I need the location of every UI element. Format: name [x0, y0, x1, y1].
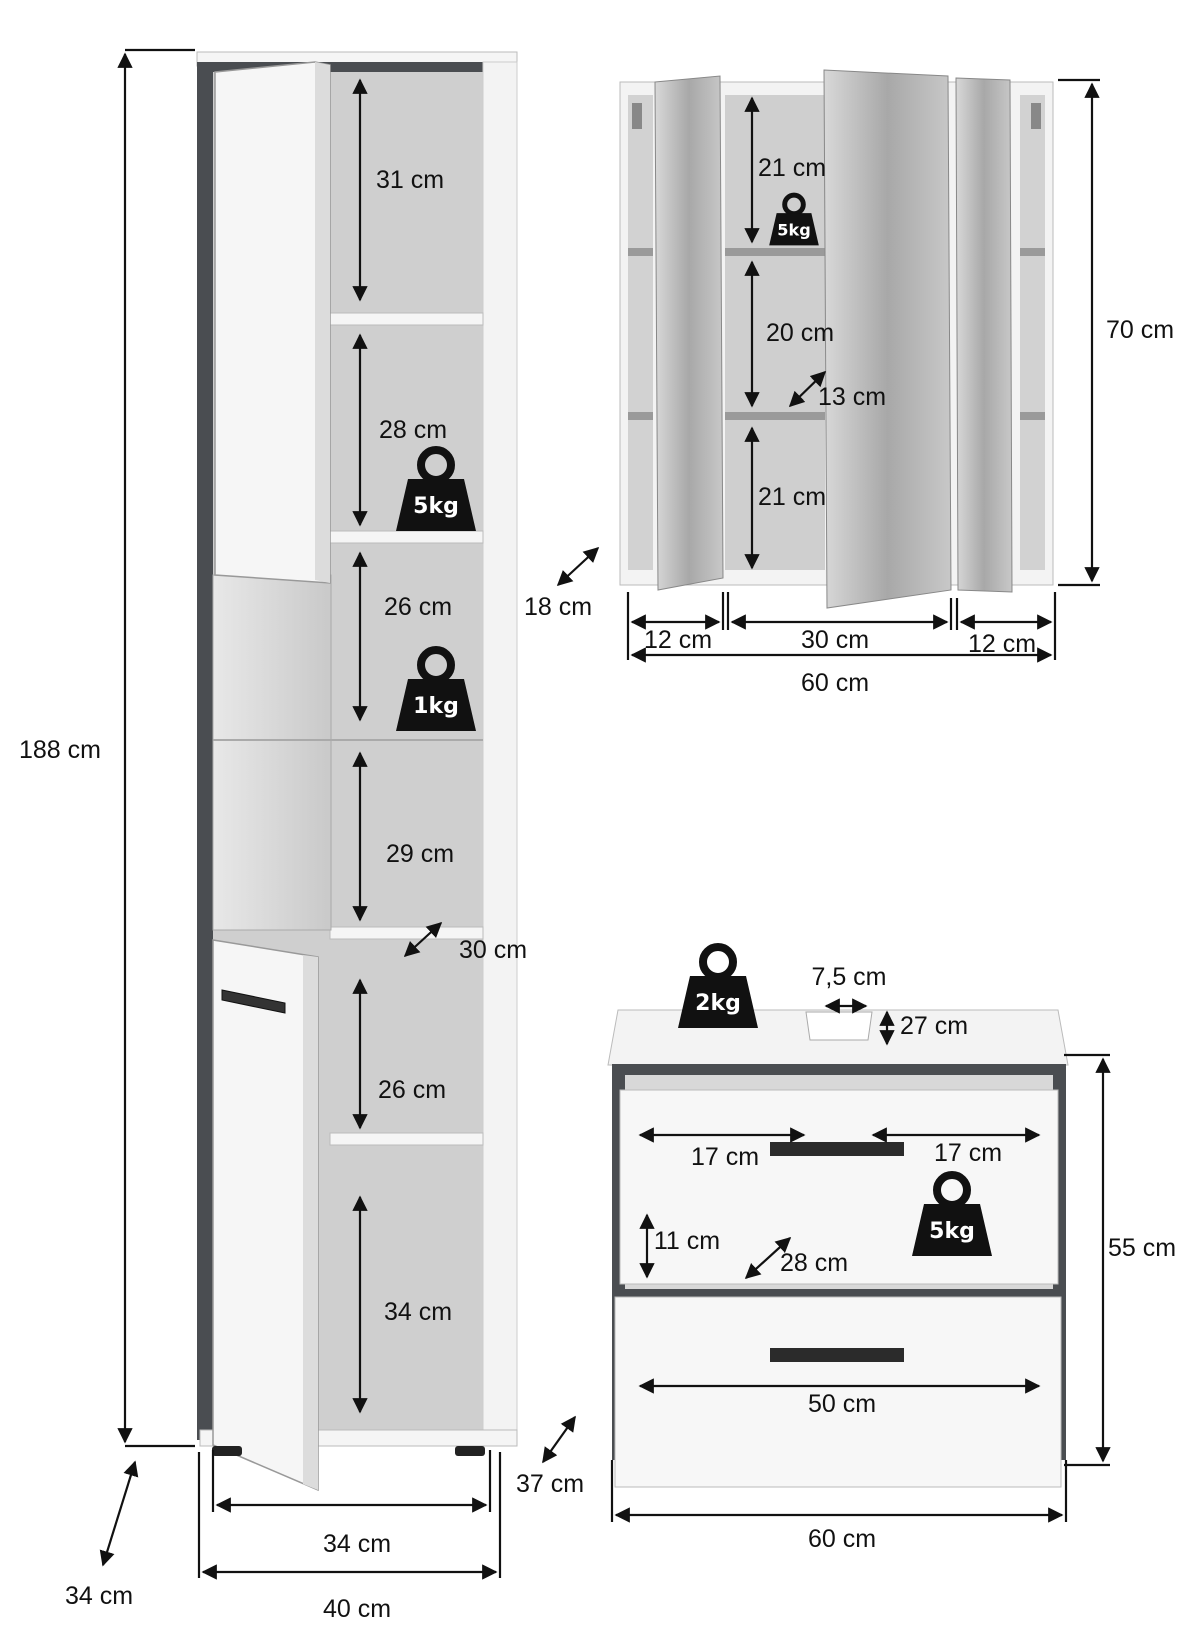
inner-depth-label: 28 cm: [780, 1249, 848, 1277]
tall-cabinet: 188 cm 34 cm 31 cm 28 cm 26 cm 29 cm 26 …: [19, 48, 527, 1623]
mirror-compartment-3-label: 21 cm: [758, 483, 826, 511]
weight-icon: 5kg: [912, 1175, 992, 1256]
mirror-compartment-2-label: 20 cm: [766, 319, 834, 347]
vanity-cutout: [805, 1011, 873, 1041]
tall-cabinet-dimension-lines: [99, 48, 502, 1580]
mirror-depth-label: 18 cm: [524, 593, 592, 621]
inner-right-width-label: 17 cm: [934, 1139, 1002, 1167]
mirror-center-width-label: 30 cm: [801, 626, 869, 654]
lower-door-edge: [303, 955, 318, 1490]
vanity-depth-label: 37 cm: [516, 1470, 584, 1498]
mirror-left-width-label: 12 cm: [644, 626, 712, 654]
mirror-center-interior: [725, 95, 825, 570]
cutout-depth-label: 27 cm: [900, 1012, 968, 1040]
cutout-width-label: 7,5 cm: [811, 963, 886, 991]
compartment-5-label: 26 cm: [378, 1076, 446, 1104]
compartment-6-label: 34 cm: [384, 1298, 452, 1326]
weight-icon: 5kg: [769, 195, 819, 245]
vanity-labels: 7,5 cm 27 cm 17 cm 17 cm 11 cm 28 cm 50 …: [516, 963, 1176, 1553]
mirror-height-label: 70 cm: [1106, 316, 1174, 344]
mirror-weight-label: 5kg: [777, 220, 810, 239]
tall-inner-width-label: 34 cm: [323, 1530, 391, 1558]
hinge: [632, 103, 642, 129]
lower-drawer-handle: [770, 1348, 904, 1362]
weight-icon: 5kg: [396, 450, 476, 531]
tall-cabinet-height-label: 188 cm: [19, 736, 101, 764]
compartment-3-label: 26 cm: [384, 593, 452, 621]
mirror-door-center: [823, 69, 952, 609]
mirror-cabinet-dimension-lines: [556, 78, 1100, 663]
upper-door-edge: [315, 62, 330, 583]
tall-cabinet-upper-door: [214, 61, 331, 584]
weight-label-1kg: 1kg: [413, 694, 459, 719]
vanity-drawer-weight-label: 5kg: [929, 1219, 975, 1244]
mirror-shelf-depth-label: 13 cm: [818, 383, 886, 411]
mirror-right-width-label: 12 cm: [968, 630, 1036, 658]
cabinet-foot-left: [212, 1446, 242, 1456]
inner-left-width-label: 17 cm: [691, 1143, 759, 1171]
mirror-door-right: [955, 77, 1013, 593]
vanity-height-label: 55 cm: [1108, 1234, 1176, 1262]
compartment-1-label: 31 cm: [376, 166, 444, 194]
weight-icon: 2kg: [678, 947, 758, 1028]
tall-cabinet-side-panel: [482, 61, 518, 1441]
compartment-2-label: 28 cm: [379, 416, 447, 444]
mirror-compartment-1-label: 21 cm: [758, 154, 826, 182]
tall-outer-width-label: 40 cm: [323, 1595, 391, 1623]
compartment-4-label: 29 cm: [386, 840, 454, 868]
mirror-cabinet-shelves: [628, 248, 1045, 420]
mirror-right-interior: [1020, 95, 1045, 570]
tall-cabinet-lower-door: [212, 939, 319, 1492]
weight-icon: 1kg: [396, 650, 476, 731]
vanity-width-label: 60 cm: [808, 1525, 876, 1553]
tall-cabinet-glass-door: [212, 574, 332, 931]
mirror-cabinet: 70 cm 18 cm 21 cm 20 cm 21 cm 13 cm 12 c…: [524, 69, 1174, 697]
upper-drawer-handle: [770, 1142, 904, 1156]
cabinet-foot-right: [455, 1446, 485, 1456]
mirror-door-left: [654, 75, 724, 591]
mirror-cabinet-labels: 70 cm 18 cm 21 cm 20 cm 21 cm 13 cm 12 c…: [524, 154, 1174, 697]
lower-door-handle: [221, 989, 286, 1014]
hinge: [1031, 103, 1041, 129]
inner-height-label: 11 cm: [654, 1227, 720, 1255]
drawer-width-label: 50 cm: [808, 1390, 876, 1418]
tall-cabinet-depth-label: 34 cm: [65, 1582, 133, 1610]
mirror-total-width-label: 60 cm: [801, 669, 869, 697]
weight-label-5kg: 5kg: [413, 494, 459, 519]
mirror-left-interior: [628, 95, 653, 570]
tall-cabinet-labels: 188 cm 34 cm 31 cm 28 cm 26 cm 29 cm 26 …: [19, 166, 527, 1623]
tall-shelf-depth-label: 30 cm: [459, 936, 527, 964]
vanity-dimension-lines: [542, 998, 1111, 1523]
vanity-top-weight-label: 2kg: [695, 991, 741, 1016]
vanity-unit: 7,5 cm 27 cm 17 cm 17 cm 11 cm 28 cm 50 …: [516, 947, 1176, 1553]
